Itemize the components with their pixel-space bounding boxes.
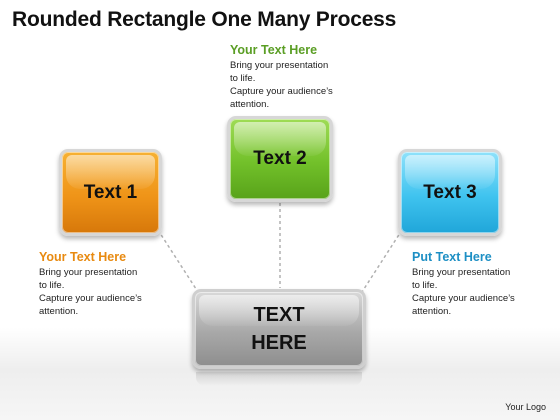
note-left-line3: Capture your audience’s: [39, 293, 142, 304]
note-right: Put Text Here Bring your presentation to…: [412, 249, 542, 318]
connector-left: [157, 229, 199, 293]
process-box-center-line2: HERE: [251, 332, 307, 354]
note-left-line2: to life.: [39, 280, 65, 291]
note-top-heading: Your Text Here: [230, 43, 318, 57]
note-top-line2: to life.: [230, 73, 256, 84]
process-box-center[interactable]: TEXT HERE: [192, 289, 366, 369]
note-top-line4: attention.: [230, 99, 270, 110]
logo-text: Your Logo: [505, 402, 546, 412]
note-right-line1: Bring your presentation: [412, 267, 511, 278]
note-right-heading: Put Text Here: [412, 250, 492, 264]
process-box-right-label: Text 3: [423, 181, 477, 203]
note-right-line2: to life.: [412, 280, 438, 291]
note-left-line1: Bring your presentation: [39, 267, 138, 278]
note-left-heading: Your Text Here: [39, 250, 127, 264]
connector-right: [361, 229, 403, 293]
note-top-line1: Bring your presentation: [230, 60, 329, 71]
note-left: Your Text Here Bring your presentation t…: [39, 249, 169, 318]
process-box-right[interactable]: Text 3: [398, 149, 502, 236]
process-box-top[interactable]: Text 2: [227, 116, 333, 202]
note-top-line3: Capture your audience’s: [230, 86, 333, 97]
note-right-line4: attention.: [412, 306, 452, 317]
note-left-line4: attention.: [39, 306, 79, 317]
note-top: Your Text Here Bring your presentation t…: [230, 42, 360, 111]
process-box-top-label: Text 2: [253, 148, 307, 169]
process-box-left[interactable]: Text 1: [59, 149, 162, 236]
note-right-line3: Capture your audience’s: [412, 293, 515, 304]
process-box-center-line1: TEXT: [253, 304, 305, 326]
center-box-reflection: [196, 372, 362, 386]
slide-title: Rounded Rectangle One Many Process: [12, 8, 397, 31]
process-box-left-label: Text 1: [83, 181, 138, 203]
